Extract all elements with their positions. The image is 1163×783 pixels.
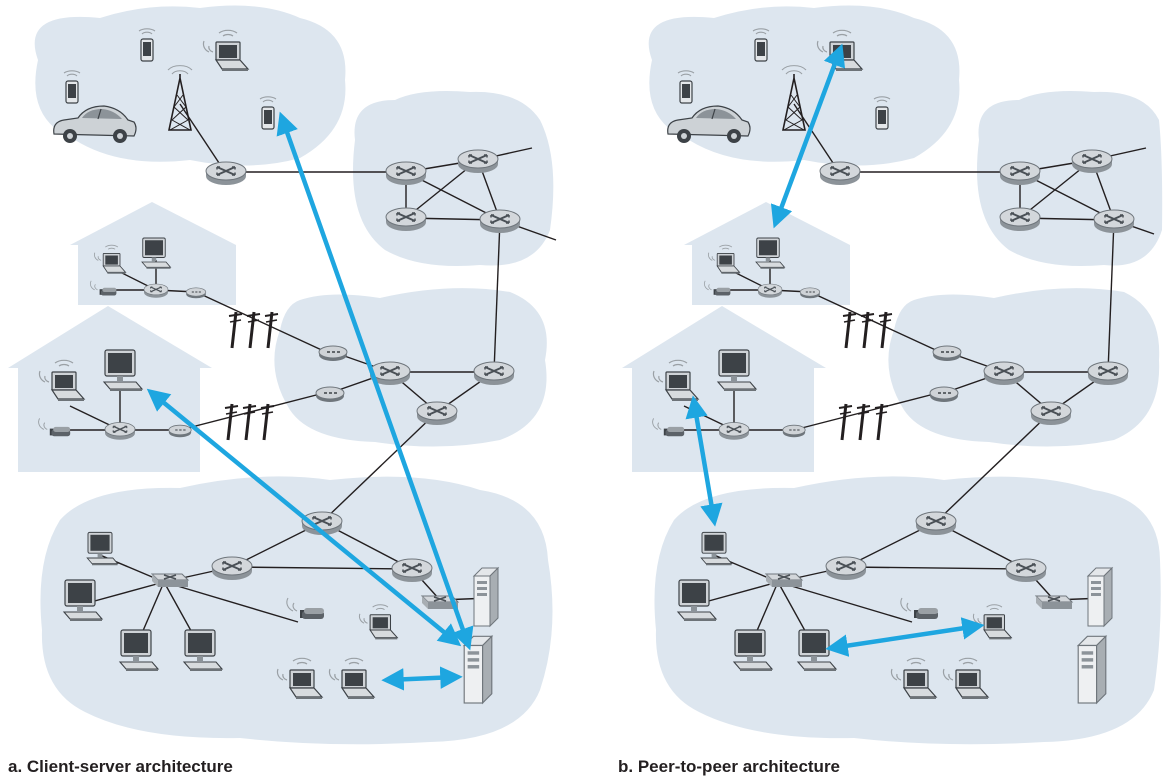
router-icon	[718, 421, 750, 441]
server-icon	[1077, 635, 1107, 704]
router-icon	[104, 421, 136, 441]
router-icon	[385, 161, 427, 186]
modem-icon	[318, 345, 348, 362]
network-cloud-icon	[888, 288, 1160, 447]
utility-pole-icon	[837, 402, 854, 442]
modem-icon	[782, 424, 806, 438]
router-icon	[391, 558, 433, 583]
server-icon	[473, 567, 499, 627]
router-icon	[385, 207, 427, 232]
modem-icon	[932, 345, 962, 362]
switch-icon	[1035, 595, 1073, 610]
utility-pole-icon	[855, 402, 872, 442]
switch-icon	[765, 573, 803, 588]
router-icon	[457, 149, 499, 174]
switch-icon	[151, 573, 189, 588]
router-icon	[819, 161, 861, 186]
flow-arrow	[146, 388, 462, 647]
utility-pole-icon	[241, 402, 258, 442]
router-icon	[211, 556, 253, 581]
modem-icon	[168, 424, 192, 438]
router-icon	[473, 361, 515, 386]
panel-a-client-server	[8, 5, 557, 745]
flow-arrow	[685, 395, 723, 527]
peer-to-peer-flows	[685, 43, 985, 657]
utility-pole-icon	[877, 310, 894, 350]
utility-pole-icon	[263, 310, 280, 350]
router-icon	[999, 207, 1041, 232]
network-cloud-icon	[353, 91, 554, 266]
router-icon	[1005, 558, 1047, 583]
server-icon	[463, 635, 493, 704]
router-icon	[757, 283, 783, 299]
router-icon	[999, 161, 1041, 186]
router-icon	[1030, 401, 1072, 426]
router-icon	[983, 361, 1025, 386]
router-icon	[1071, 149, 1113, 174]
network-cloud-icon	[654, 476, 1161, 745]
router-icon	[915, 511, 957, 536]
flow-arrow	[381, 666, 463, 691]
flow-arrow	[770, 43, 846, 229]
router-icon	[416, 401, 458, 426]
router-icon	[825, 556, 867, 581]
router-icon	[143, 283, 169, 299]
modem-icon	[929, 386, 959, 403]
server-icon	[1087, 567, 1113, 627]
utility-pole-icon	[841, 310, 858, 350]
utility-pole-icon	[245, 310, 262, 350]
router-icon	[1093, 209, 1135, 234]
modem-icon	[185, 287, 207, 299]
utility-pole-icon	[227, 310, 244, 350]
client-server-flows	[146, 111, 474, 691]
router-icon	[479, 209, 521, 234]
utility-pole-icon	[223, 402, 240, 442]
modem-icon	[799, 287, 821, 299]
panel-b-peer-to-peer	[622, 5, 1163, 745]
utility-pole-icon	[859, 310, 876, 350]
modem-icon	[315, 386, 345, 403]
router-icon	[205, 161, 247, 186]
flow-arrow	[825, 617, 985, 657]
network-cloud-icon	[34, 5, 346, 166]
router-icon	[1087, 361, 1129, 386]
panel-b-caption: b. Peer-to-peer architecture	[618, 757, 841, 776]
panel-a-caption: a. Client-server architecture	[8, 757, 233, 776]
